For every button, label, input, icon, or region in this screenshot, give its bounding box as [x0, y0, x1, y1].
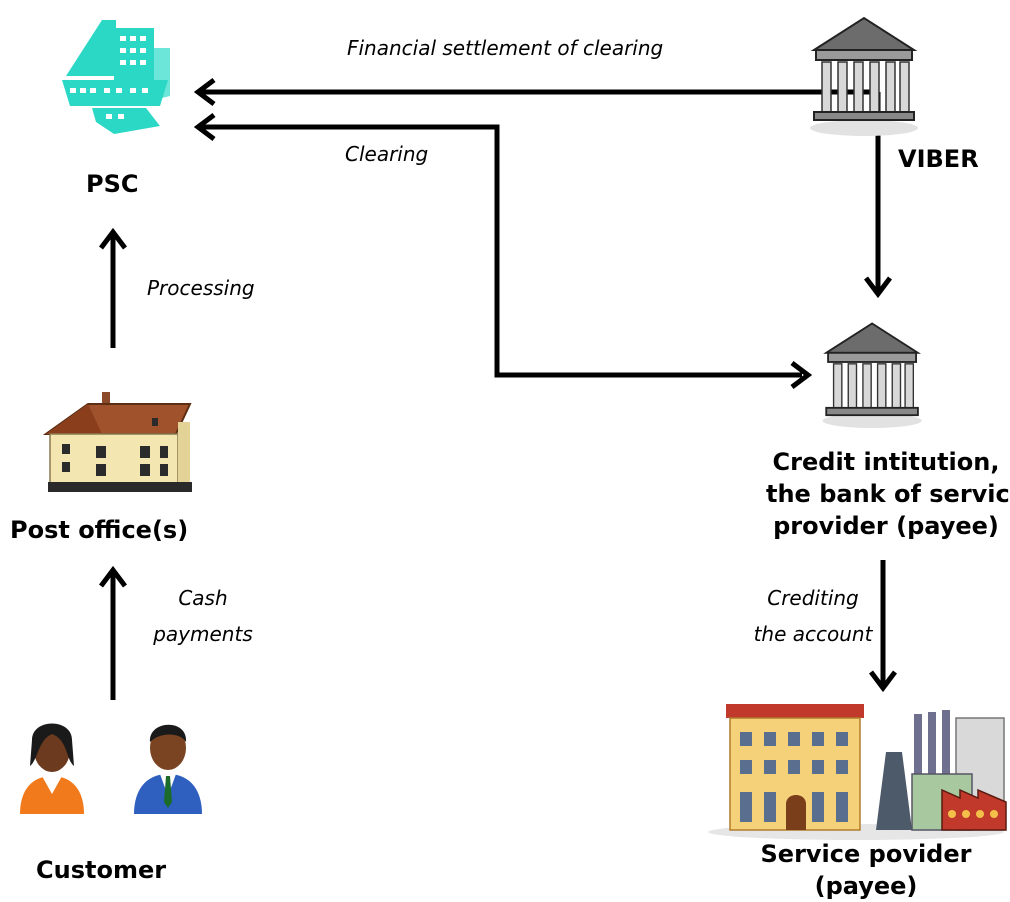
arrow-viber-bank-head — [864, 276, 892, 299]
edge-crediting: Crediting the account — [738, 580, 888, 652]
node-viber: VIBER — [898, 145, 979, 173]
edge-processing: Processing — [147, 276, 255, 300]
credit-line-2: the bank of service — [766, 480, 1010, 508]
cash-line-2: payments — [153, 622, 253, 646]
edge-cash-payments: Cash payments — [140, 580, 266, 652]
arrow-processing-head — [99, 227, 127, 250]
house-icon — [42, 392, 192, 492]
arrow-crediting-head — [869, 670, 897, 693]
credit-line-1: Credit intitution, — [772, 448, 1000, 476]
node-psc: PSC — [86, 170, 139, 198]
office-building-icon — [62, 20, 170, 134]
crediting-line-2: the account — [753, 622, 873, 646]
edge-clearing: Clearing — [345, 142, 429, 166]
node-credit-institution: Credit intitution, the bank of service p… — [766, 446, 1010, 542]
arrow-clearing — [202, 124, 802, 378]
arrow-cash-head — [99, 565, 127, 588]
people-icon — [20, 723, 202, 814]
arrow-clearing-head-left — [193, 113, 216, 141]
arrow-settlement-head — [193, 78, 216, 106]
factory-icon — [708, 704, 1007, 840]
arrow-clearing-head-right — [790, 361, 813, 389]
service-line-2: (payee) — [814, 872, 918, 900]
credit-line-3: provider (payee) — [773, 512, 999, 540]
node-post-office: Post office(s) — [10, 516, 189, 544]
service-line-1: Service povider — [760, 840, 972, 868]
edge-settlement: Financial settlement of clearing — [347, 36, 664, 60]
bank-icon — [810, 16, 918, 136]
node-customer: Customer — [36, 856, 167, 884]
bank-icon — [822, 322, 922, 428]
crediting-line-1: Crediting — [767, 586, 859, 610]
node-service-provider: Service povider (payee) — [756, 838, 976, 902]
cash-line-1: Cash — [178, 586, 228, 610]
